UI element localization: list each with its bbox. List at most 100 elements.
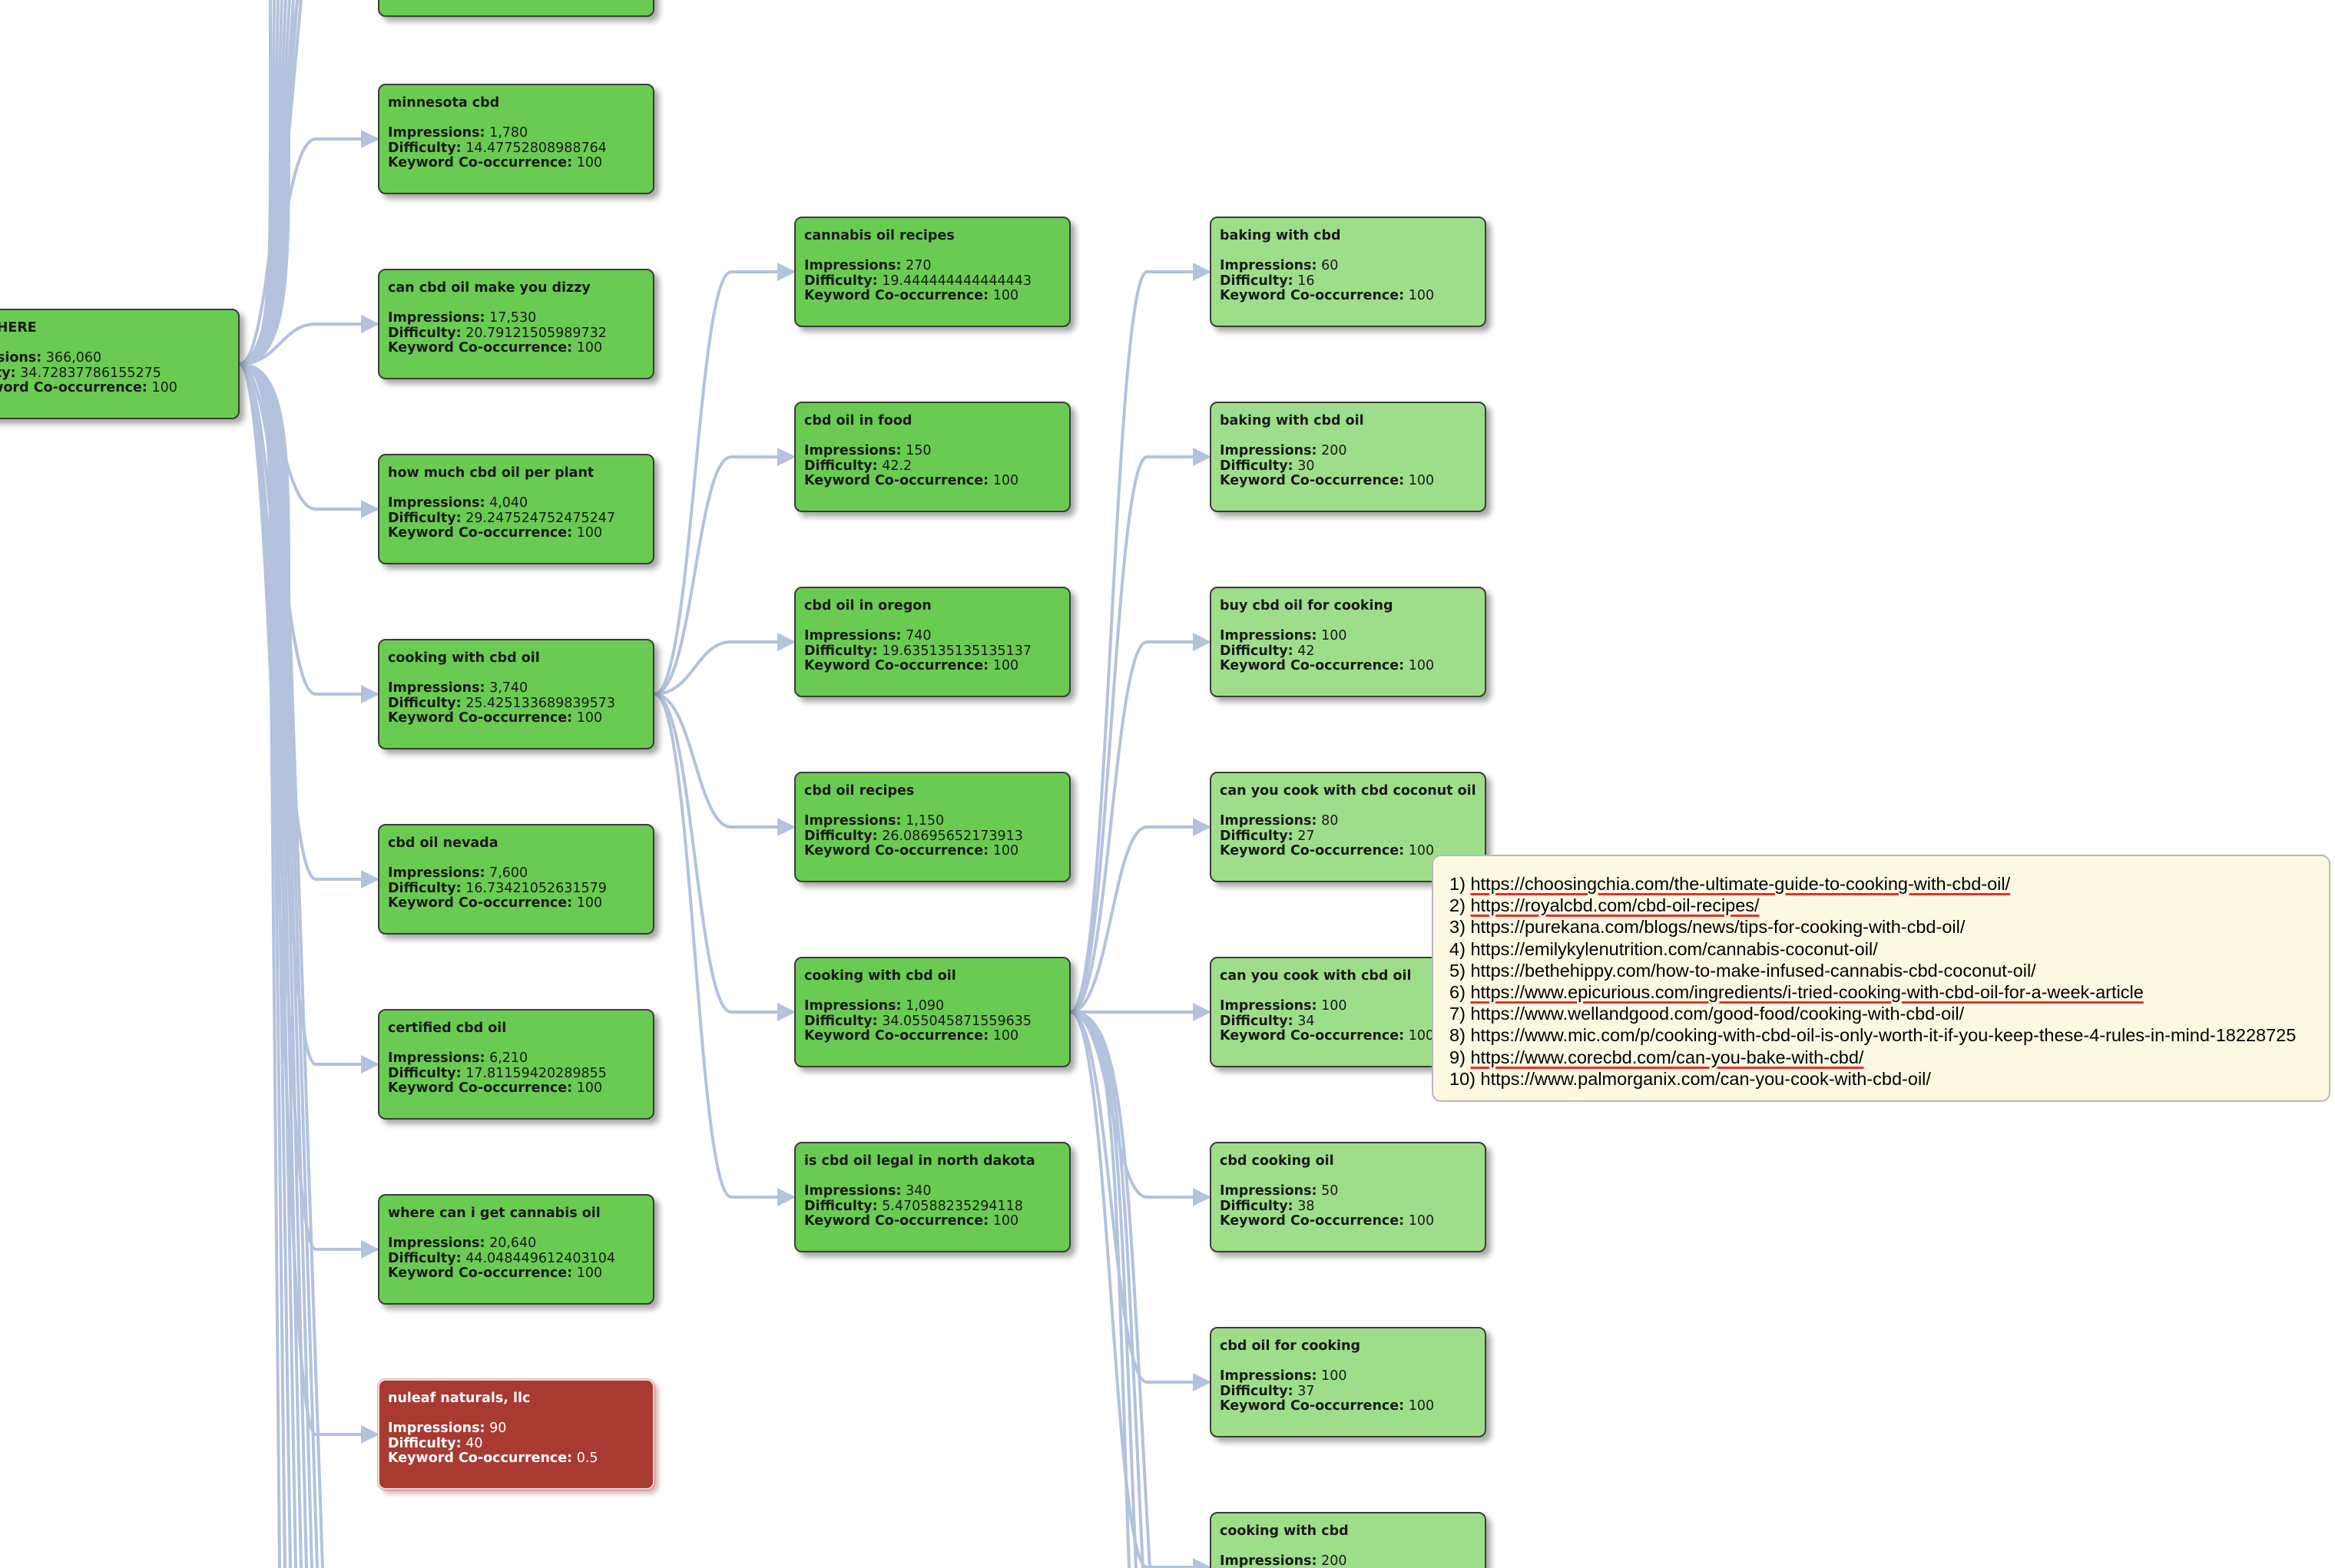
edge-start-here-to-cbd-oil-nevada [239,362,361,881]
node-cooccurrence-label: Keyword Co-occurrence: [388,340,573,356]
node-difficulty-value: 37 [1293,1383,1315,1399]
url-number: 9) [1449,1047,1466,1067]
node-difficulty-value: 20.79121505989732 [461,325,607,341]
url-link[interactable]: https://purekana.com/blogs/news/tips-for… [1470,917,1966,938]
node-impressions-value: 200 [1317,443,1347,458]
url-link[interactable]: https://www.epicurious.com/ingredients/i… [1470,981,2144,1002]
url-number: 3) [1449,917,1466,938]
node-difficulty-value: 30 [1293,458,1315,474]
node-cooccurrence: Keyword Co-occurrence: 100 [388,340,645,356]
node-title: buy cbd oil for cooking [1220,598,1393,614]
node-cooccurrence-value: 100 [989,1213,1019,1229]
node-difficulty-label: Difficulty: [1220,828,1293,844]
url-link[interactable]: https://www.corecbd.com/can-you-bake-wit… [1470,1047,1864,1067]
node-cooccurrence-value: 100 [1404,288,1435,303]
url-link[interactable]: https://royalcbd.com/cbd-oil-recipes/ [1470,895,1760,916]
node-cooccurrence-value: 100 [572,1265,603,1281]
node-title: cannabis oil recipes [804,228,955,243]
edge-start-here-to-can-cbd-oil-make-you-dizzy [239,323,361,366]
node-cooccurrence-value: 0.5 [572,1451,598,1466]
node-cooccurrence-label: Keyword Co-occurrence: [388,1080,573,1096]
node-impressions: Impressions: 1,090 [804,998,1062,1014]
url-link[interactable]: https://www.mic.com/p/cooking-with-cbd-o… [1470,1025,2297,1046]
node-impressions: Impressions: 6,210 [388,1050,645,1067]
url-number: 1) [1449,874,1466,894]
node-difficulty-label: Difficulty: [1220,643,1293,659]
node-impressions-label: Impressions: [804,998,902,1014]
edge-cooking-with-cbd-oil-l1-to-cannabis-oil-recipes [654,270,777,696]
node-cooccurrence-label: Keyword Co-occurrence: [804,473,989,488]
node-difficulty: Difficulty: 27 [1220,829,1477,845]
node-impressions-label: Impressions: [388,125,485,141]
node-difficulty-label: Difficulty: [388,880,462,896]
node-impressions-value: 1,780 [485,125,528,141]
node-cooccurrence: Keyword Co-occurrence: 100 [1220,843,1477,859]
url-number: 7) [1449,1004,1466,1024]
node-cooccurrence-value: 100 [572,340,603,356]
node-impressions-value: 1,150 [901,813,945,829]
node-difficulty: Difficulty: 38 [1220,1199,1477,1215]
node-impressions-value: 90 [485,1421,507,1436]
node-impressions-value: 80 [1317,813,1339,829]
node-difficulty-value: 38 [1293,1198,1315,1214]
node-difficulty-label: Difficulty: [1220,1198,1293,1214]
edge-start-here-to-top-clipped [239,0,300,366]
node-start-here[interactable]: RT HEREressions: 366,060culty: 34.728377… [0,309,240,419]
url-link[interactable]: https://www.wellandgood.com/good-food/co… [1470,1004,1965,1024]
node-cooccurrence-label: Keyword Co-occurrence: [1220,1028,1405,1044]
node-cooccurrence: eyword Co-occurrence: 100 [0,380,230,396]
node-impressions-label: Impressions: [388,1236,485,1251]
arrowhead-cbd-oil-in-oregon [777,633,796,651]
url-link[interactable]: https://bethehippy.com/how-to-make-infus… [1470,960,2036,981]
node-cooccurrence: Keyword Co-occurrence: 100 [388,895,645,911]
node-difficulty-label: Difficulty: [804,458,878,474]
url-link[interactable]: https://choosingchia.com/the-ultimate-gu… [1470,874,2011,894]
node-cooccurrence: Keyword Co-occurrence: 100 [804,843,1062,859]
node-difficulty: culty: 34.72837786155275 [0,366,230,382]
url-link[interactable]: https://www.palmorganix.com/can-you-cook… [1480,1068,1931,1089]
arrowhead-is-cbd-oil-legal-in-north-dakota [777,1188,796,1206]
node-impressions: Impressions: 3,740 [388,680,645,696]
node-title: cbd cooking oil [1220,1153,1334,1169]
node-impressions: Impressions: 100 [1220,998,1477,1014]
node-cooccurrence-label: Keyword Co-occurrence: [388,525,573,541]
node-top-clipped[interactable]: Keyword Co-occurrence: 100 [378,0,654,17]
node-cooccurrence: Keyword Co-occurrence: 100 [388,1080,645,1097]
node-title: cbd oil nevada [388,835,498,851]
edge-start-here-to-minnesota-cbd [239,137,361,366]
node-difficulty-label: Difficulty: [804,1013,878,1029]
node-impressions-value: 150 [901,443,932,458]
edge-cooking-with-cbd-oil-l2-to-cbd-oil-for-cooking [1070,1011,1193,1384]
node-difficulty: Difficulty: 17.81159420289855 [388,1066,645,1082]
edge-cooking-with-cbd-oil-l2-to-cooking-with-cbd [1070,1011,1193,1568]
node-cooccurrence-value: 100 [1404,1398,1435,1414]
node-difficulty-label: Difficulty: [388,140,462,156]
node-cooccurrence: Keyword Co-occurrence: 100 [804,658,1062,674]
node-impressions-value: 4,040 [485,495,528,511]
node-cooccurrence-label: Keyword Co-occurrence: [1220,288,1405,303]
node-title: minnesota cbd [388,95,500,111]
node-difficulty-value: 42.2 [877,458,912,474]
node-impressions-label: Impressions: [1220,998,1317,1014]
url-link[interactable]: https://emilykylenutrition.com/cannabis-… [1470,938,1878,959]
